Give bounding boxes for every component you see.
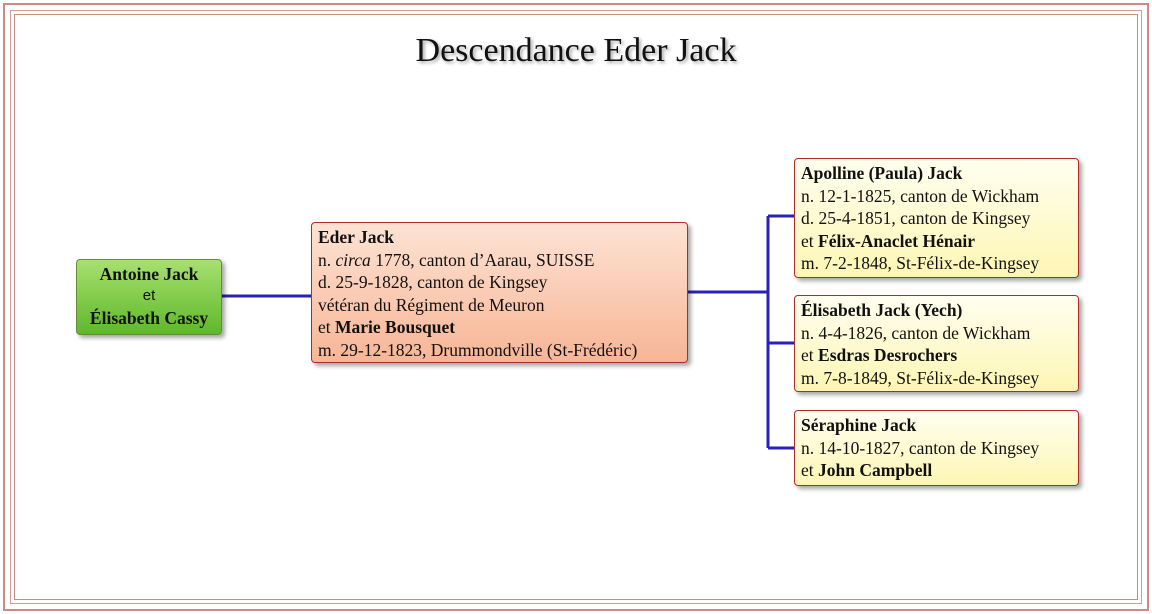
child-box-3[interactable]: Séraphine Jack n. 14-10-1827, canton de … bbox=[794, 410, 1079, 486]
child-death: d. 25-4-1851, canton de Kingsey bbox=[801, 208, 1031, 228]
subject-death: d. 25-9-1828, canton de Kingsey bbox=[318, 272, 548, 292]
subject-note: vétéran du Régiment de Meuron bbox=[318, 294, 545, 315]
child-spouse: John Campbell bbox=[818, 460, 933, 480]
subject-marriage: m. 29-12-1823, Drummondville (St-Frédéri… bbox=[318, 339, 638, 360]
spouse-prefix: et bbox=[318, 317, 336, 337]
spouse-prefix: et bbox=[801, 230, 819, 251]
child-name: Apolline (Paula) Jack bbox=[801, 163, 963, 183]
child-name: Élisabeth Jack (Yech) bbox=[801, 300, 963, 320]
birth-circa: circa bbox=[335, 249, 371, 270]
child-spouse-line: et John Campbell bbox=[801, 459, 1072, 482]
child-spouse: Félix-Anaclet Hénair bbox=[818, 230, 975, 251]
subject-name: Eder Jack bbox=[318, 227, 394, 247]
parents-conjunction: et bbox=[142, 287, 156, 304]
parents-box[interactable]: Antoine Jack et Élisabeth Cassy bbox=[76, 259, 222, 335]
child-name: Séraphine Jack bbox=[801, 415, 917, 435]
child-spouse-line: et Félix-Anaclet Hénair bbox=[801, 230, 1072, 253]
subject-spouse: Marie Bousquet bbox=[335, 317, 456, 337]
father-name: Antoine Jack bbox=[99, 264, 199, 284]
subject-box[interactable]: Eder Jack n. circa 1778, canton d’Aarau,… bbox=[311, 222, 688, 363]
mother-name: Élisabeth Cassy bbox=[89, 308, 209, 328]
child-box-2[interactable]: Élisabeth Jack (Yech) n. 4-4-1826, canto… bbox=[794, 295, 1079, 392]
child-spouse-line: et Esdras Desrochers bbox=[801, 344, 1072, 367]
child-spouse: Esdras Desrochers bbox=[818, 345, 958, 365]
child-birth: n. 4-4-1826, canton de Wickham bbox=[801, 322, 1031, 343]
child-birth: n. 14-10-1827, canton de Kingsey bbox=[801, 437, 1040, 458]
child-birth: n. 12-1-1825, canton de Wickham bbox=[801, 185, 1040, 206]
spouse-prefix: et bbox=[801, 345, 819, 365]
child-marriage: m. 7-8-1849, St-Félix-de-Kingsey bbox=[801, 367, 1040, 388]
child-marriage: m. 7-2-1848, St-Félix-de-Kingsey bbox=[801, 253, 1040, 273]
subject-spouse-line: et Marie Bousquet bbox=[318, 316, 681, 339]
page-title: Descendance Eder Jack bbox=[415, 32, 737, 69]
spouse-prefix: et bbox=[801, 460, 819, 480]
birth-prefix: n. bbox=[318, 249, 336, 270]
child-box-1[interactable]: Apolline (Paula) Jack n. 12-1-1825, cant… bbox=[794, 158, 1079, 278]
subject-birth: n. circa 1778, canton d’Aarau, SUISSE bbox=[318, 249, 681, 272]
birth-details: 1778, canton d’Aarau, SUISSE bbox=[370, 249, 595, 270]
